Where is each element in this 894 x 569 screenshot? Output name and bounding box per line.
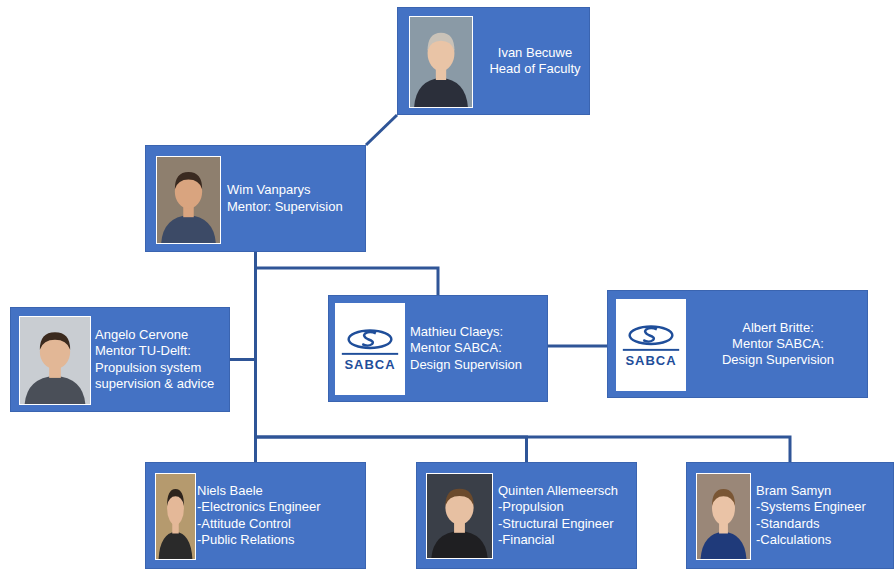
logo-text: SABCA [336, 357, 404, 372]
person-name: Mathieu Claeys: [410, 324, 546, 340]
text-column: Angelo CervoneMentor TU-Delft: Propulsio… [95, 314, 229, 405]
role-text: Mentor SABCA: [410, 340, 546, 356]
logo-text: SABCA [617, 353, 685, 368]
person-name: Wim Vanparys [227, 182, 363, 198]
text-column: Bram Samyn-Systems Engineer-Standards-Ca… [756, 469, 892, 562]
person-box: Angelo CervoneMentor TU-Delft: Propulsio… [10, 307, 230, 412]
role-text: Design Supervision [692, 352, 864, 368]
role-text: -Systems Engineer [756, 499, 892, 515]
photo-frame [426, 473, 493, 559]
person-box: Bram Samyn-Systems Engineer-Standards-Ca… [686, 462, 894, 569]
text-column: Mathieu Claeys:Mentor SABCA:Design Super… [410, 302, 546, 395]
person-box: Ivan BecuweHead of Faculty [397, 7, 590, 115]
portrait-photo [427, 474, 492, 558]
sabca-logo [336, 304, 404, 394]
org-connector [230, 252, 256, 360]
text-column: Quinten Allemeersch-Propulsion-Structura… [498, 469, 636, 562]
role-text: -Standards [756, 516, 892, 532]
portrait-photo [157, 157, 220, 243]
person-name: Niels Baele [197, 483, 365, 499]
org-connector [366, 115, 397, 145]
role-text: Mentor: Supervision [227, 199, 363, 215]
person-name: Quinten Allemeersch [498, 483, 636, 499]
photo-frame [156, 156, 221, 244]
org-connector [256, 252, 439, 295]
role-text: -Public Relations [197, 532, 365, 548]
photo-frame [409, 16, 473, 108]
text-column: Albert Britte:Mentor SABCA:Design Superv… [692, 297, 864, 391]
person-name: Angelo Cervone [95, 327, 229, 343]
portrait-photo [697, 474, 750, 559]
portrait-photo [156, 474, 195, 559]
person-box: SABCA Mathieu Claeys:Mentor SABCA:Design … [328, 295, 548, 402]
role-text: -Propulsion [498, 499, 636, 515]
org-connector [548, 345, 607, 348]
person-box: Quinten Allemeersch-Propulsion-Structura… [416, 462, 637, 569]
role-text: Design Supervision [410, 357, 546, 373]
portrait-photo [410, 17, 472, 107]
person-box: Niels Baele-Electronics Engineer-Attitud… [145, 462, 366, 569]
text-column: Niels Baele-Electronics Engineer-Attitud… [197, 469, 365, 562]
person-name: Albert Britte: [692, 320, 864, 336]
role-text: -Electronics Engineer [197, 499, 365, 515]
photo-frame [155, 473, 196, 560]
text-column: Ivan BecuweHead of Faculty [482, 14, 588, 108]
role-text: Mentor TU-Delft: Propulsion system super… [95, 343, 229, 392]
role-text: Mentor SABCA: [692, 336, 864, 352]
text-column: Wim VanparysMentor: Supervision [227, 152, 363, 245]
sabca-logo [617, 300, 685, 390]
role-text: -Structural Engineer [498, 516, 636, 532]
photo-frame [696, 473, 751, 560]
person-name: Bram Samyn [756, 483, 892, 499]
person-box: Wim VanparysMentor: Supervision [145, 145, 366, 252]
logo-tile: SABCA [335, 303, 405, 395]
portrait-photo [20, 317, 90, 404]
role-text: -Calculations [756, 532, 892, 548]
role-text: -Financial [498, 532, 636, 548]
role-text: -Attitude Control [197, 516, 365, 532]
photo-frame [19, 316, 91, 405]
role-text: Head of Faculty [482, 61, 588, 77]
person-name: Ivan Becuwe [482, 45, 588, 61]
person-box: SABCA Albert Britte:Mentor SABCA:Design S… [607, 290, 868, 398]
logo-tile: SABCA [616, 299, 686, 391]
